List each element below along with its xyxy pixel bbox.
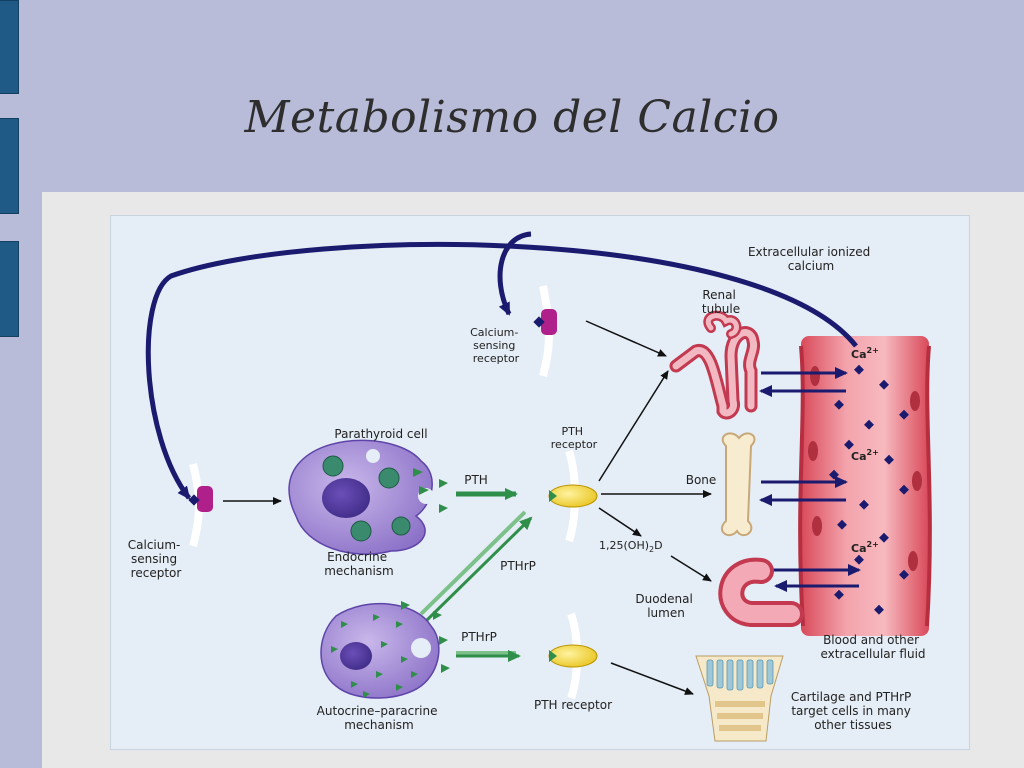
duodenal-lumen-label: Duodenal lumen xyxy=(635,592,696,620)
feedback-arrow-inner xyxy=(497,231,532,316)
feedback-arrow-outer xyxy=(145,241,858,500)
calcium-sensing-receptor xyxy=(188,285,557,548)
pth-receptor-bottom-label: PTH receptor xyxy=(534,698,612,712)
pth-receptor-top-label: PTH receptor xyxy=(551,425,598,451)
slide-tab-3 xyxy=(0,241,19,337)
renal-tubule xyxy=(669,310,761,420)
slide-title: Metabolismo del Calcio xyxy=(244,92,780,143)
pthrp-diagonal-signal xyxy=(419,510,533,622)
parathyroid-cell-label: Parathyroid cell xyxy=(334,427,427,441)
bone-label: Bone xyxy=(686,473,717,487)
blood-extracellular-fluid-label: Blood and other extracellular fluid xyxy=(820,633,925,661)
vitamin-d-label: 1,25(OH)2D xyxy=(599,539,663,554)
arrow-pthr-to-cartilage xyxy=(610,662,694,695)
ca-label-2: Ca2+ xyxy=(851,448,879,463)
arrow-vitd-to-duodenum xyxy=(670,555,712,582)
pth-receptor xyxy=(548,449,598,700)
cartilage-target-cells xyxy=(695,655,784,742)
autocrine-paracrine-label: Autocrine–paracrine mechanism xyxy=(317,704,442,732)
calcium-sensing-receptor-left-label: Calcium- sensing receptor xyxy=(128,538,184,580)
calcium-ion-particles xyxy=(829,364,909,615)
slide-tab-2 xyxy=(0,118,19,214)
ca-label-3: Ca2+ xyxy=(851,540,879,555)
pthrp-signal xyxy=(456,650,521,662)
arrow-pthr-to-renal xyxy=(598,370,669,482)
cartilage-label: Cartilage and PTHrP target cells in many… xyxy=(791,690,915,732)
pthrp-diagonal-label: PTHrP xyxy=(500,559,536,573)
blood-vessel xyxy=(798,336,932,636)
arrow-pthr-to-duodenum xyxy=(598,507,642,537)
bone xyxy=(720,432,756,537)
renal-tubule-label: Renal tubule xyxy=(702,288,740,316)
duodenal-lumen xyxy=(718,557,804,627)
pth-signal xyxy=(439,479,518,513)
arrow-to-renal xyxy=(585,320,667,357)
extracellular-ionized-calcium-label: Extracellular ionized calcium xyxy=(748,245,874,273)
slide-tab-1 xyxy=(0,0,19,94)
pthrp-label: PTHrP xyxy=(461,630,497,644)
pth-label: PTH xyxy=(464,473,488,487)
calcium-exchange-arrows xyxy=(759,367,861,592)
calcium-metabolism-diagram: Ca2+ Ca2+ Ca2+ Extracellular ionized cal… xyxy=(110,215,970,750)
autocrine-paracrine-cell xyxy=(320,601,450,699)
calcium-sensing-receptor-top-label: Calcium- sensing receptor xyxy=(470,326,522,365)
ca-label-1: Ca2+ xyxy=(851,346,879,361)
endocrine-mechanism-label: Endocrine mechanism xyxy=(324,550,394,578)
diagram-svg: Ca2+ Ca2+ Ca2+ Extracellular ionized cal… xyxy=(128,231,932,742)
parathyroid-cell xyxy=(288,439,434,555)
